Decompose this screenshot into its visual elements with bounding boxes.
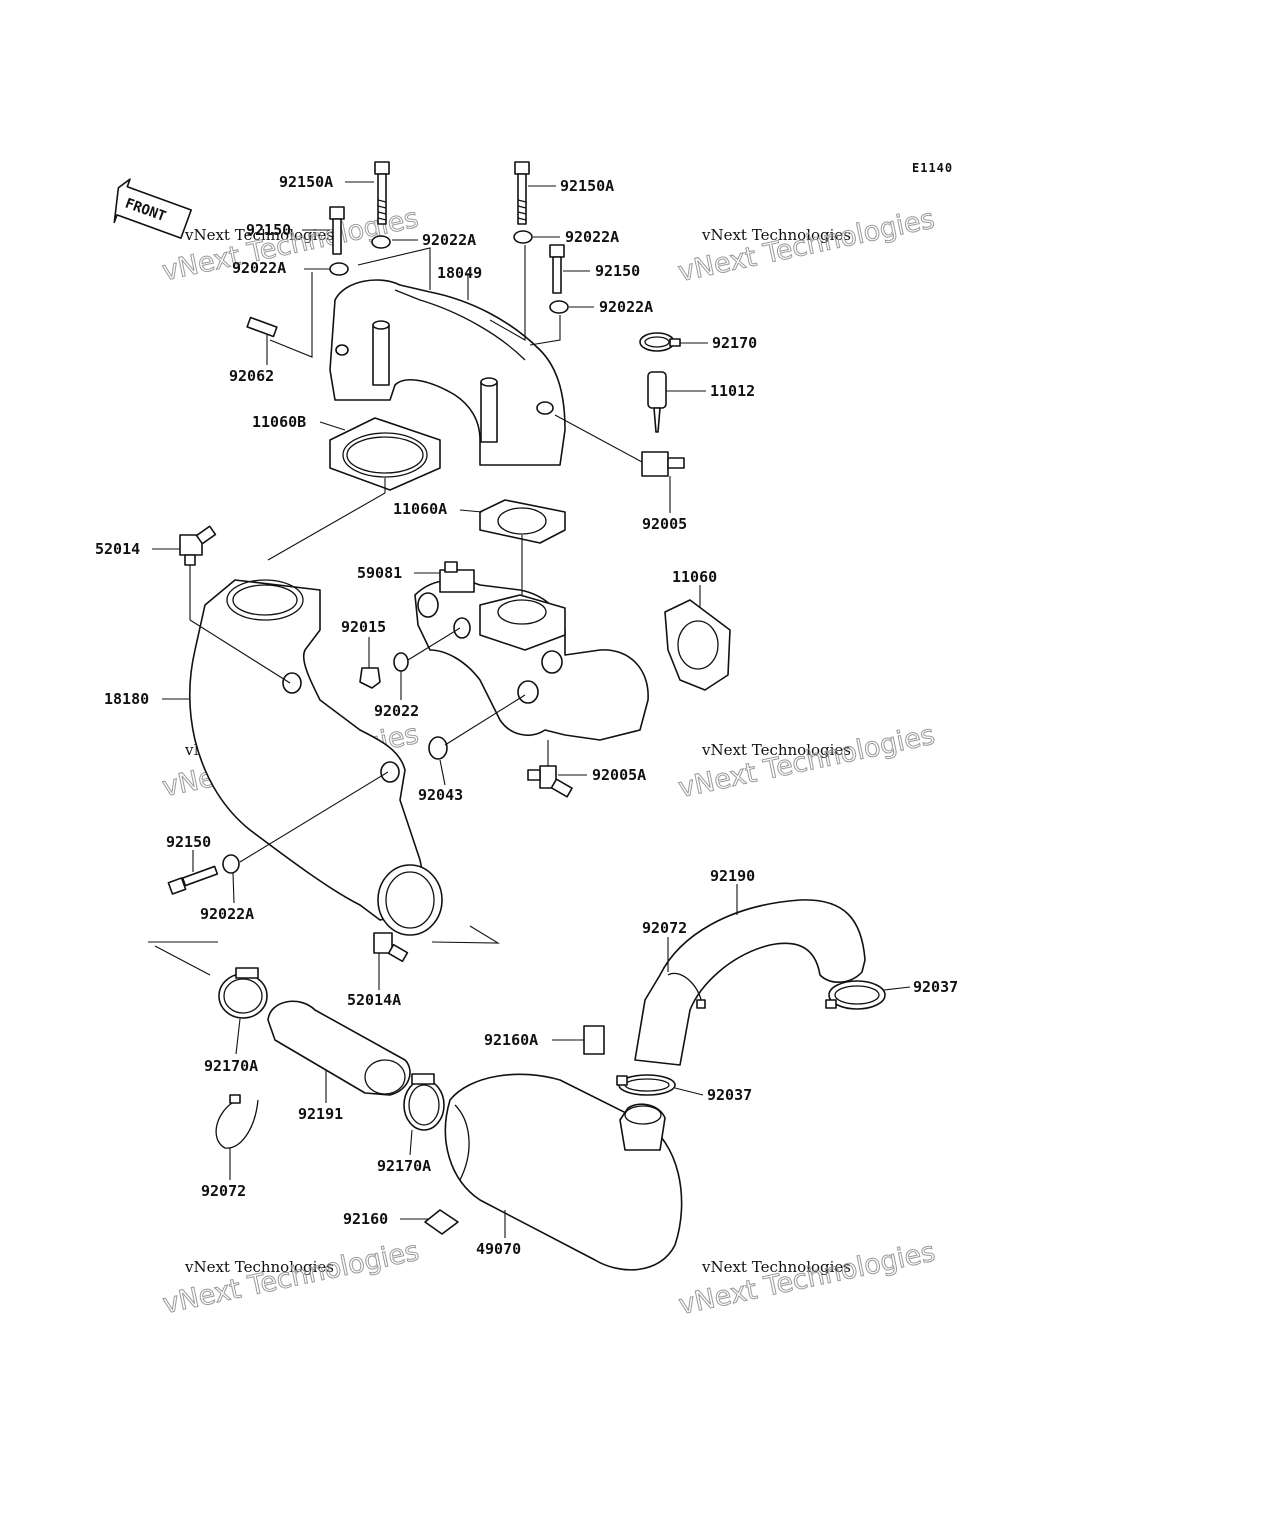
clamp-92072-lower [215, 1094, 259, 1149]
pad-92160A [583, 1025, 605, 1055]
callout-label: 59081 [357, 564, 402, 582]
washer-92022A-d [549, 300, 569, 314]
callout-label: 92150A [560, 177, 614, 195]
callout-label: 92022A [232, 259, 286, 277]
callout-label: 92150 [595, 262, 640, 280]
callout-label: 92191 [298, 1105, 343, 1123]
bolt-92150-right [549, 244, 565, 294]
callout-label: 92170A [204, 1057, 258, 1075]
watermark-line2: vNext Technologies [676, 720, 938, 805]
elbow-52014 [179, 525, 217, 566]
exhaust-manifold-18049 [329, 279, 566, 466]
callout-label: 92015 [341, 618, 386, 636]
callout-label: 92022A [422, 231, 476, 249]
part-11012 [647, 371, 667, 433]
pad-92160 [424, 1209, 459, 1235]
callout-label: 92022A [200, 905, 254, 923]
callout-label: 92005 [642, 515, 687, 533]
gasket-11060A [479, 499, 566, 544]
exhaust-manifold-middle [414, 561, 649, 741]
watermark-line1: vNext Technologies [701, 226, 851, 244]
callout-label: 92072 [201, 1182, 246, 1200]
bolt-92150-left [329, 206, 345, 255]
watermark-bottom-left: vNext Technologies vNext Technologies [160, 1235, 423, 1321]
expansion-chamber-18180 [188, 579, 443, 936]
front-arrow-icon: FRONT [113, 178, 192, 239]
watermark-bottom-right: vNext Technologies vNext Technologies [676, 1236, 939, 1322]
fitting-52014A [373, 932, 409, 963]
watermark-top-right: vNext Technologies vNext Technologies [675, 203, 938, 289]
leader-lines [148, 181, 911, 1238]
callout-label: 11060A [393, 500, 447, 518]
clamp-92037-right [825, 980, 886, 1010]
washer-92022A-b [513, 230, 533, 244]
washer-92022 [393, 652, 409, 672]
nut-92015 [359, 667, 381, 689]
callout-label: 92150 [166, 833, 211, 851]
callout-label: 92170A [377, 1157, 431, 1175]
callout-label: 92190 [710, 867, 755, 885]
tube-92191 [267, 1000, 411, 1096]
watermark-line1: vNext Technologies [184, 1258, 334, 1276]
fitting-92005 [641, 451, 685, 477]
callout-label: 92022 [374, 702, 419, 720]
callout-label: 92150A [279, 173, 333, 191]
callout-label: 92160A [484, 1031, 538, 1049]
clamp-92170A-right [403, 1073, 445, 1131]
washer-92022A-lower [222, 854, 240, 874]
callout-labels: 92150A 92150A 92150 92022A 92022A 92022A… [95, 173, 958, 1258]
watermark-line1: vNext Technologies [701, 741, 851, 759]
callout-label: 11012 [710, 382, 755, 400]
watermark-line1: vNext Technologies [701, 1258, 851, 1276]
bolt-92150-lower [167, 865, 219, 895]
clamp-92072-upper [667, 972, 706, 1009]
callout-label: 18049 [437, 264, 482, 282]
bolt-92150A-right [514, 161, 530, 225]
callout-label: 92062 [229, 367, 274, 385]
callout-label: 92043 [418, 786, 463, 804]
callout-label: 92037 [707, 1086, 752, 1104]
muffler-49070 [444, 1073, 683, 1271]
callout-label: 11060B [252, 413, 306, 431]
watermark-line1: vNext Technologies [184, 226, 334, 244]
callout-label: 92022A [599, 298, 653, 316]
watermark-line2: vNext Technologies [160, 1236, 422, 1321]
watermark-line2: vNext Technologies [676, 204, 938, 289]
callout-label: 92037 [913, 978, 958, 996]
bolt-92150A-left [374, 161, 390, 225]
watermark-line2: vNext Technologies [676, 1236, 938, 1321]
spacer-92043 [428, 736, 448, 760]
callout-label: 49070 [476, 1240, 521, 1258]
callout-label: 52014 [95, 540, 140, 558]
callout-label: 92022A [565, 228, 619, 246]
watermark-mid-right: vNext Technologies vNext Technologies [675, 719, 938, 805]
washer-92022A-a [371, 235, 391, 249]
stud-92062 [246, 316, 278, 338]
washer-92022A-c [329, 262, 349, 276]
clamp-92170A-left [218, 967, 268, 1019]
fitting-92005A [527, 765, 573, 798]
clamp-92037-lower [616, 1074, 676, 1096]
callout-label: 92170 [712, 334, 757, 352]
callout-label: 92150 [246, 221, 291, 239]
gasket-11060B [329, 417, 441, 491]
callout-label: 18180 [104, 690, 149, 708]
callout-label: 11060 [672, 568, 717, 586]
callout-label: 52014A [347, 991, 401, 1009]
gasket-11060 [664, 599, 731, 691]
callout-label: 92005A [592, 766, 646, 784]
clamp-92170 [639, 332, 681, 352]
callout-label: 92160 [343, 1210, 388, 1228]
diagram-code: E1140 [912, 161, 953, 175]
callout-label: 92072 [642, 919, 687, 937]
